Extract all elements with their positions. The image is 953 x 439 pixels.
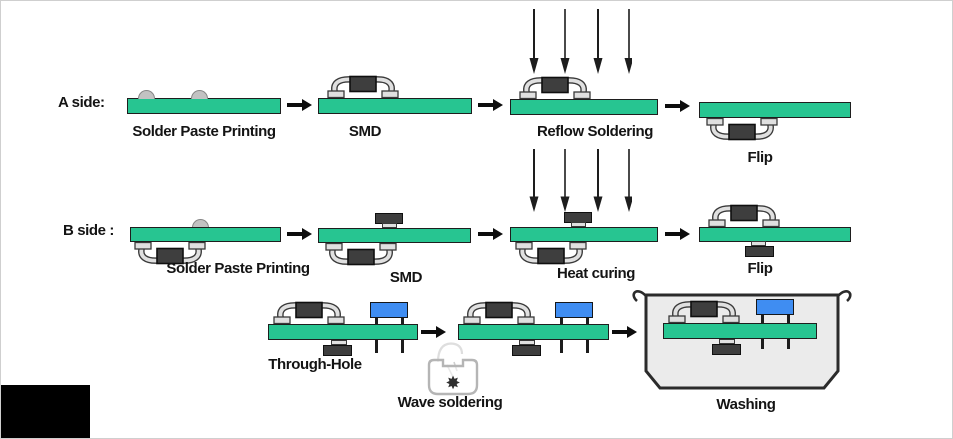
heat-arrows-down-icon [528,149,632,213]
step-label-through-hole: Through-Hole [268,356,362,373]
chip-component [323,345,352,356]
step-label-smd-b: SMD [389,269,423,286]
solder-pad [719,339,735,344]
pcb-board [318,228,471,243]
arrow-right-icon [287,228,313,240]
arrow-right-icon [478,228,504,240]
through-hole-component [555,302,593,318]
pcb-board [699,227,851,242]
arrow-right-icon [612,326,638,338]
step-label-washing: Washing [716,396,776,413]
step-label-flip-b: Flip [747,260,773,277]
pcb-board [510,99,658,115]
solder-pad [571,222,586,227]
arrow-right-icon [478,99,504,111]
smd-component-under-icon [706,118,778,141]
step-label-reflow-soldering: Reflow Soldering [536,123,654,140]
a-side-label: A side: [58,94,105,111]
pcb-board [699,102,851,118]
solder-paste-bump [138,90,155,99]
pcb-board [663,323,817,339]
chip-component [512,345,541,356]
step-label-solder-paste-printing-a: Solder Paste Printing [132,123,276,140]
pcb-board [318,98,472,114]
pcb-board [130,227,281,242]
smd-component-under-icon [325,243,397,266]
solder-pad [331,340,347,345]
washing-tank [632,290,852,390]
solder-pad [751,241,766,246]
solder-pad [519,340,535,345]
heat-arrows-down-icon [528,9,632,75]
solder-pad [382,223,397,228]
pcb-board [127,98,281,114]
smd-component-icon [519,76,591,99]
smd-component-icon [273,301,345,324]
smd-component-icon [668,300,740,323]
through-hole-component [370,302,408,318]
step-label-wave-soldering: Wave soldering [397,394,503,411]
wave-soldering-icon: ✸ [427,342,479,396]
through-hole-component [756,299,794,315]
step-label-smd-a: SMD [348,123,382,140]
smd-component-icon [327,75,399,98]
redaction-block [1,385,90,438]
arrow-right-icon [421,326,447,338]
pcb-board [268,324,418,340]
step-label-flip-a: Flip [747,149,773,166]
arrow-right-icon [665,100,691,112]
chip-component [712,344,741,355]
chip-component [745,246,774,257]
smd-component-under-icon [515,242,587,265]
pcb-board [510,227,658,242]
pcb-board [458,324,609,340]
arrow-right-icon [287,99,313,111]
step-label-heat-curing: Heat curing [556,265,636,282]
solder-paste-bump [191,90,208,99]
b-side-label: B side : [63,222,114,239]
arrow-right-icon [665,228,691,240]
smd-component-icon [708,204,780,227]
svg-text:✸: ✸ [445,373,460,393]
step-label-solder-paste-printing-b: Solder Paste Printing [166,260,310,277]
smd-component-icon [463,301,535,324]
